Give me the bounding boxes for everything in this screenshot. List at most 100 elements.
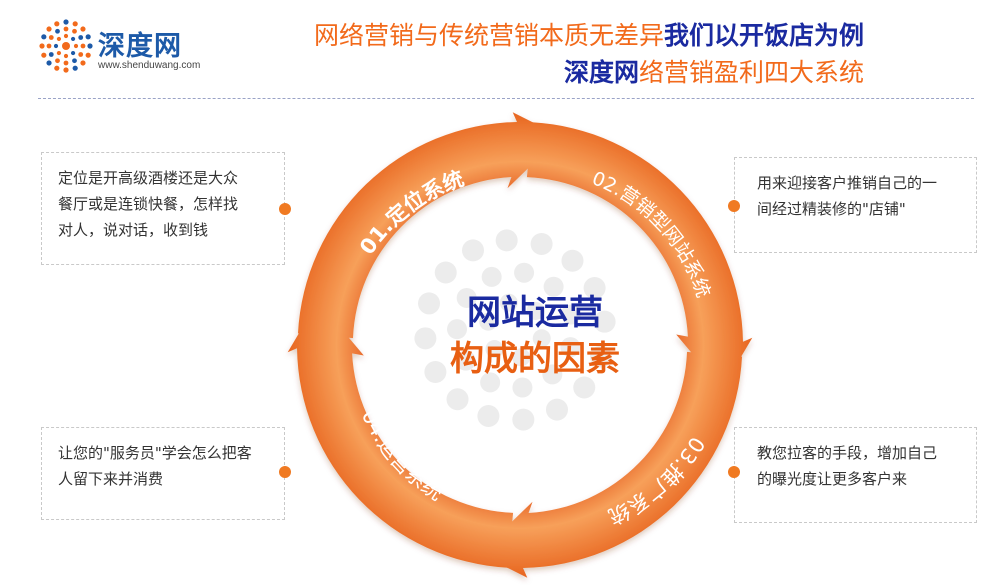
center-dot bbox=[480, 372, 501, 393]
logo-dot bbox=[72, 21, 78, 27]
logo-dot bbox=[63, 26, 69, 32]
center-dot bbox=[424, 360, 447, 383]
note-line: 让您的"服务员"学会怎么把客 bbox=[58, 444, 252, 462]
logo-dot bbox=[85, 52, 91, 58]
logo-dot bbox=[87, 43, 93, 49]
note-website: 用来迎接客户推销自己的一 间经过精装修的"店铺" bbox=[734, 157, 977, 253]
logo-dot bbox=[72, 58, 77, 64]
center-dot bbox=[479, 312, 498, 331]
headline-line-1-prefix: 网络营销与传统营销本质无差异 bbox=[313, 21, 664, 50]
center-dot bbox=[462, 239, 485, 262]
logo-dot bbox=[63, 53, 69, 59]
logo-dot bbox=[41, 34, 47, 40]
logo-dot bbox=[54, 65, 60, 71]
segment-arrow-3 bbox=[479, 351, 743, 578]
logo-dot bbox=[63, 67, 69, 73]
logo-dot bbox=[53, 43, 59, 49]
center-dot bbox=[447, 319, 468, 340]
center-dot bbox=[481, 266, 502, 287]
logo-dot bbox=[54, 21, 60, 27]
center-dot bbox=[499, 293, 518, 312]
bullet-dot-icon bbox=[279, 203, 291, 215]
note-promotion: 教您拉客的手段，增加自己 的曝光度让更多客户来 bbox=[734, 427, 977, 523]
center-dot bbox=[512, 408, 535, 431]
note-line: 人留下来并消费 bbox=[58, 470, 164, 488]
logo-dot bbox=[63, 60, 69, 66]
center-dot bbox=[477, 404, 500, 427]
center-dot bbox=[593, 310, 616, 333]
logo-dot bbox=[73, 43, 79, 49]
center-dot bbox=[560, 337, 581, 358]
center-dot bbox=[573, 376, 596, 399]
center-dot bbox=[455, 350, 476, 371]
center-dot bbox=[456, 287, 477, 308]
logo[interactable]: 深度网 www.shenduwang.com bbox=[38, 18, 208, 78]
logo-dot bbox=[56, 36, 62, 42]
logo-dot bbox=[46, 26, 52, 32]
center-dot bbox=[542, 364, 563, 385]
logo-url: www.shenduwang.com bbox=[98, 60, 201, 71]
logo-dot bbox=[72, 65, 78, 71]
segment-arrow-2 bbox=[526, 122, 753, 389]
center-dot bbox=[495, 229, 518, 252]
center-title: 网站运营 bbox=[467, 293, 603, 333]
center-dot bbox=[543, 276, 564, 297]
note-line: 的曝光度让更多客户来 bbox=[757, 470, 908, 488]
logo-dot bbox=[70, 50, 76, 56]
logo-dot bbox=[80, 43, 86, 49]
note-line: 教您拉客的手段，增加自己 bbox=[757, 444, 938, 462]
logo-dot bbox=[78, 52, 84, 57]
headline-line-2-rest: 络营销盈利四大系统 bbox=[638, 58, 864, 87]
note-operation: 让您的"服务员"学会怎么把客 人留下来并消费 bbox=[41, 427, 285, 520]
center-dot bbox=[560, 304, 581, 325]
logo-dot bbox=[56, 50, 62, 56]
logo-dot bbox=[48, 52, 54, 57]
note-line: 餐厅或是连锁快餐，怎样找 bbox=[58, 195, 239, 213]
logo-dot bbox=[62, 42, 70, 50]
bullet-dot-icon bbox=[728, 466, 740, 478]
header-divider bbox=[38, 98, 974, 99]
logo-dot bbox=[80, 26, 86, 32]
center-dot bbox=[414, 327, 437, 350]
center-dot bbox=[512, 377, 533, 398]
note-positioning: 定位是开高级酒楼还是大众 餐厅或是连锁快餐，怎样找 对人，说对话，收到钱 bbox=[41, 152, 285, 265]
logo-dot bbox=[46, 43, 52, 49]
logo-dot bbox=[55, 58, 60, 64]
center-dot bbox=[561, 249, 584, 272]
center-dot-pattern bbox=[414, 229, 616, 431]
logo-dot bbox=[39, 43, 45, 49]
bullet-dot-icon bbox=[279, 466, 291, 478]
segment-arrow-1 bbox=[297, 112, 561, 339]
note-line: 对人，说对话，收到钱 bbox=[58, 221, 209, 239]
logo-dot bbox=[85, 34, 91, 40]
center-dot bbox=[512, 348, 531, 367]
center-dot bbox=[530, 233, 553, 256]
logo-dot bbox=[48, 35, 54, 40]
headline: 网络营销与传统营销本质无差异我们以开饭店为例 深度网络营销盈利四大系统 bbox=[314, 20, 864, 89]
headline-line-2-bold: 深度网 bbox=[563, 58, 639, 87]
logo-dot bbox=[63, 19, 69, 25]
center-dot bbox=[583, 277, 606, 300]
logo-dot bbox=[55, 28, 60, 34]
center-subtitle: 构成的因素 bbox=[450, 339, 620, 379]
center-dot bbox=[485, 340, 504, 359]
logo-name: 深度网 bbox=[98, 31, 182, 62]
center-dot bbox=[514, 262, 535, 283]
headline-line-1-bold: 我们以开饭店为例 bbox=[663, 21, 864, 50]
center-dot bbox=[589, 345, 612, 368]
logo-dot bbox=[78, 35, 84, 40]
logo-mark-icon bbox=[39, 19, 93, 73]
note-line: 定位是开高级酒楼还是大众 bbox=[58, 169, 239, 187]
logo-dot bbox=[72, 28, 77, 34]
logo-dot bbox=[80, 60, 86, 66]
center-dot bbox=[418, 292, 441, 315]
center-dot bbox=[434, 261, 457, 284]
note-line: 间经过精装修的"店铺" bbox=[757, 200, 906, 218]
headline-line-2: 深度网络营销盈利四大系统 bbox=[314, 57, 864, 89]
center-dot bbox=[446, 388, 469, 411]
center-dot bbox=[526, 301, 545, 320]
bullet-dot-icon bbox=[728, 200, 740, 212]
note-line: 用来迎接客户推销自己的一 bbox=[757, 174, 938, 192]
center-dot bbox=[545, 398, 568, 421]
